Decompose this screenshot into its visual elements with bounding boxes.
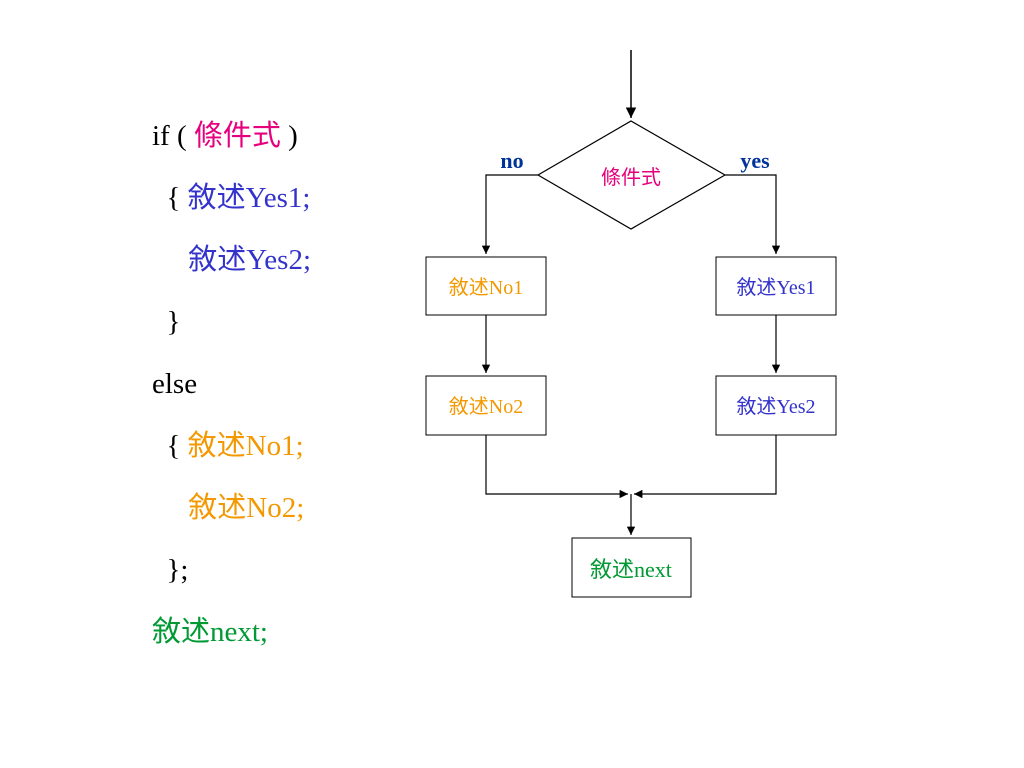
yes-branch-label: yes bbox=[740, 148, 770, 173]
next-label: 敘述next bbox=[590, 557, 672, 582]
code-next: 敘述next; bbox=[152, 616, 268, 648]
code-line-no2: 敘述No2; bbox=[152, 477, 311, 539]
open-brace-no: { bbox=[166, 430, 181, 462]
code-line-if: if ( 條件式 ) bbox=[152, 105, 311, 167]
no1-box bbox=[425, 256, 547, 316]
code-no1: 敘述No1; bbox=[187, 430, 304, 462]
yes2-label: 敘述Yes2 bbox=[736, 395, 815, 418]
code-line-yes1: { 敘述Yes1; bbox=[152, 167, 311, 229]
code-line-yes2: 敘述Yes2; bbox=[152, 229, 311, 291]
open-brace-yes: { bbox=[166, 182, 181, 214]
no-branch-connector bbox=[481, 174, 538, 254]
code-line-next: 敘述next; bbox=[152, 601, 311, 663]
no2-label: 敘述No2 bbox=[449, 395, 523, 418]
code-yes1: 敘述Yes1; bbox=[187, 182, 311, 214]
code-yes2: 敘述Yes2; bbox=[188, 244, 312, 276]
no1-label: 敘述No1 bbox=[449, 276, 523, 299]
code-line-close-yes: } bbox=[152, 291, 311, 353]
next-box bbox=[571, 537, 692, 598]
code-listing: if ( 條件式 ) { 敘述Yes1; 敘述Yes2; } else { 敘述… bbox=[152, 105, 311, 663]
yes2-box bbox=[715, 375, 837, 436]
code-condition: 條件式 bbox=[193, 120, 281, 152]
close-brace-yes: } bbox=[166, 306, 181, 338]
close-paren: ) bbox=[288, 120, 298, 152]
yes-merge-connector bbox=[634, 435, 777, 499]
code-line-else: else bbox=[152, 353, 311, 415]
close-brace-no: }; bbox=[166, 554, 189, 586]
no2-box bbox=[425, 375, 547, 436]
code-no2: 敘述No2; bbox=[188, 492, 305, 524]
code-line-no1: { 敘述No1; bbox=[152, 415, 311, 477]
yes-branch-connector bbox=[725, 174, 781, 254]
decision-label: 條件式 bbox=[601, 166, 661, 189]
decision-diamond bbox=[536, 120, 727, 230]
no-merge-connector bbox=[485, 435, 628, 499]
if-keyword: if ( bbox=[152, 120, 187, 152]
no-branch-label: no bbox=[500, 148, 523, 173]
yes1-box bbox=[715, 256, 837, 316]
else-keyword: else bbox=[152, 368, 198, 400]
code-line-close-no: }; bbox=[152, 539, 311, 601]
yes1-label: 敘述Yes1 bbox=[736, 276, 815, 299]
